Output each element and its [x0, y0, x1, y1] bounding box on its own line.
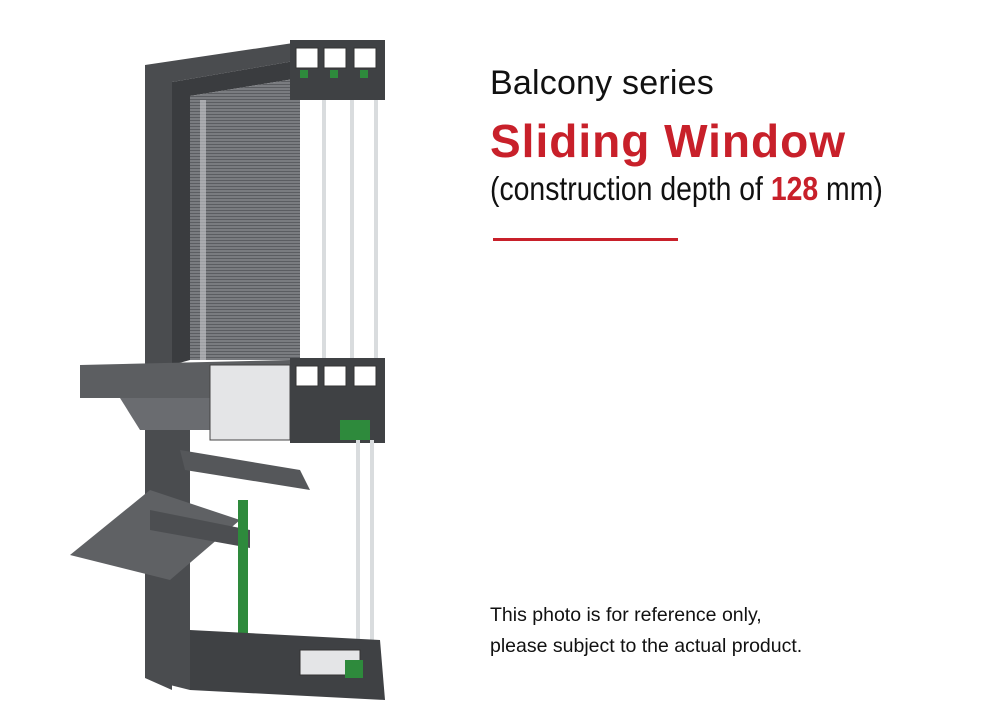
disclaimer-line-2: please subject to the actual product. — [490, 635, 803, 657]
disclaimer-line-1: This photo is for reference only, — [490, 604, 762, 626]
depth-prefix: (construction depth of — [490, 170, 771, 207]
sliding-window-product-image — [70, 40, 385, 700]
product-title: Sliding Window — [490, 115, 846, 167]
accent-divider — [493, 238, 678, 241]
depth-value: 128 — [770, 170, 819, 207]
series-label: Balcony series — [490, 64, 714, 102]
construction-depth: (construction depth of 128 mm) — [490, 170, 883, 208]
depth-suffix: mm) — [818, 170, 883, 207]
